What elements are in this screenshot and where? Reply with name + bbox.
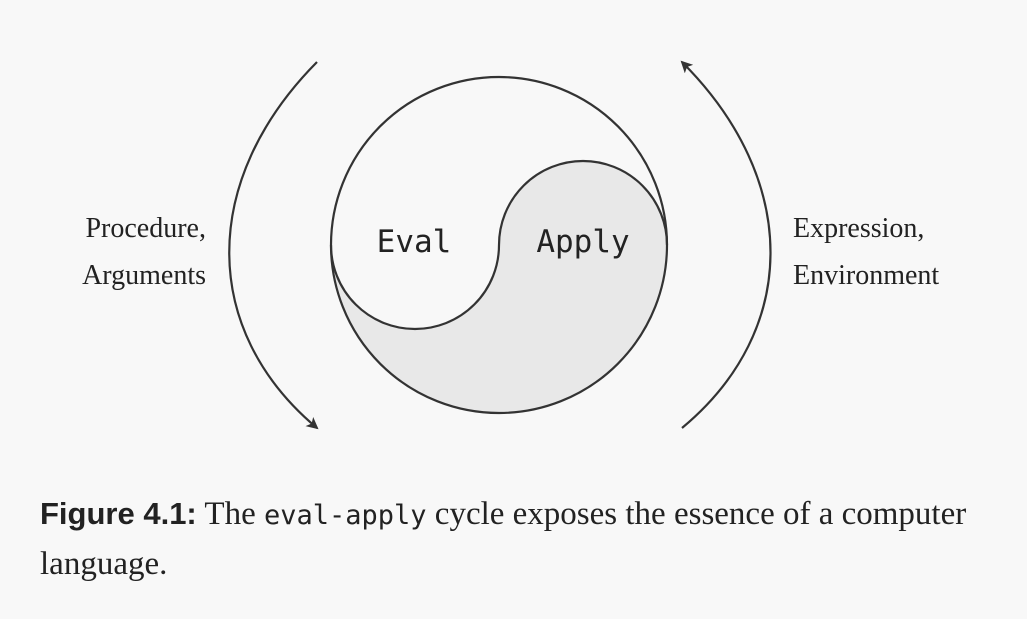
s-curve-divider <box>329 159 669 331</box>
caption-text-before: The <box>196 496 264 532</box>
left-label-line-2: Arguments <box>82 260 206 291</box>
left-label-line-1: Procedure, <box>85 213 206 244</box>
left-cycle-arrow <box>228 61 319 430</box>
apply-lower-region <box>331 161 667 413</box>
right-label-line-2: Environment <box>793 260 939 291</box>
caption-code: eval-apply <box>263 500 427 531</box>
figure-caption: Figure 4.1: The eval-apply cycle exposes… <box>40 490 990 588</box>
eval-apply-diagram: Procedure, Arguments Expression, Environ… <box>82 60 939 430</box>
caption-label: Figure 4.1: <box>40 496 197 531</box>
right-label-line-1: Expression, <box>793 213 924 244</box>
caption-text-after: cycle exposes the essence of a computer … <box>40 496 967 582</box>
eval-label: Eval <box>377 224 452 260</box>
apply-label: Apply <box>536 224 629 260</box>
right-cycle-arrow <box>680 60 772 429</box>
